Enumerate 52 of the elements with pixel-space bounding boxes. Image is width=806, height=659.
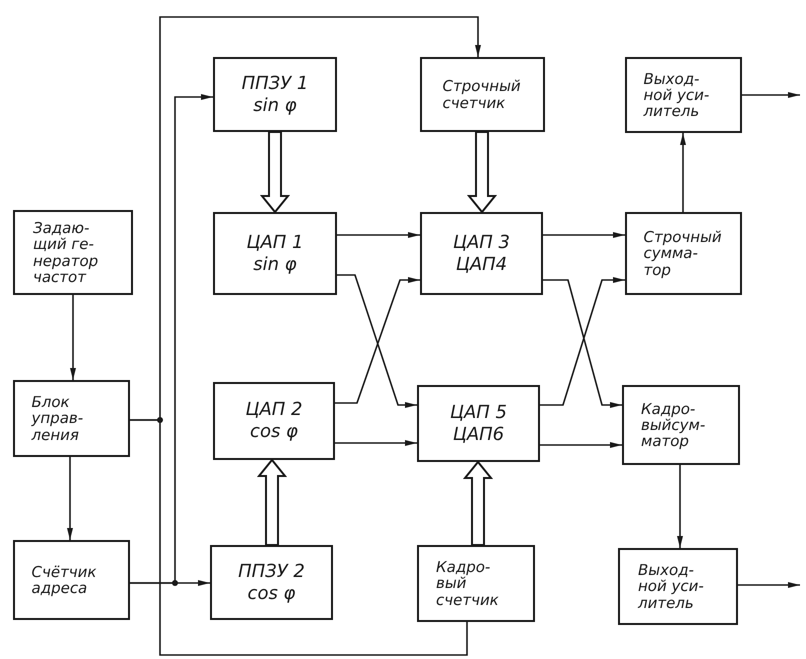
block-label: ППЗУ 1 [242, 72, 308, 94]
block-box [417, 545, 535, 622]
block-box [213, 57, 337, 132]
block-box [210, 545, 333, 620]
hollow-arrow [466, 131, 498, 214]
block-box [625, 212, 742, 295]
block-label: Задаю- щий ге- нератор частот [33, 220, 100, 285]
arrow [335, 440, 417, 446]
block-box [13, 540, 130, 620]
block-box [13, 210, 133, 295]
block-label: ЦАП 1 [246, 232, 304, 254]
block-label: Строчный сумма- тор [644, 229, 723, 278]
block-box [213, 382, 335, 460]
block-label: ЦАП 2 [246, 399, 302, 421]
arrow [677, 465, 683, 548]
block-label: Счётчик адреса [32, 564, 98, 596]
block-box [417, 385, 540, 462]
block-box [420, 212, 543, 295]
arrow [67, 457, 73, 540]
block-box [618, 548, 738, 625]
arrow [738, 582, 800, 588]
block-label: Выход- ной уси- литель [644, 70, 710, 120]
hollow-arrow [256, 458, 288, 546]
arrow [70, 295, 76, 380]
block-label: Кадро- выйсум- матор [641, 400, 706, 450]
block-label: Строчный счетчик [442, 78, 522, 111]
block-label: Блок управ- ления [32, 394, 84, 443]
block-box [13, 380, 130, 457]
hollow-arrow [260, 131, 290, 214]
block-box [420, 57, 545, 132]
block-label: cos φ [250, 421, 298, 443]
arrow [130, 94, 213, 584]
block-label: sin φ [253, 254, 297, 276]
block-box [213, 212, 337, 295]
block-box [622, 385, 740, 465]
block-label: Кадро- вый счетчик [436, 559, 500, 608]
arrow [543, 232, 625, 238]
block-label: ППЗУ 2 [238, 560, 305, 582]
arrow [742, 92, 800, 98]
block-label: ЦАП4 [456, 254, 508, 276]
arrow [540, 442, 622, 448]
block-label: cos φ [248, 582, 296, 604]
arrow [680, 133, 686, 212]
block-box [625, 57, 742, 133]
block-label: ЦАП 5 [450, 402, 507, 424]
block-label: ЦАП6 [452, 424, 504, 446]
block-label: sin φ [253, 94, 297, 116]
block-label: ЦАП 3 [453, 232, 510, 254]
hollow-arrow [462, 460, 494, 546]
arrow [337, 232, 420, 238]
connector-line [130, 419, 468, 656]
block-label: Выход- ной уси- литель [638, 562, 705, 611]
